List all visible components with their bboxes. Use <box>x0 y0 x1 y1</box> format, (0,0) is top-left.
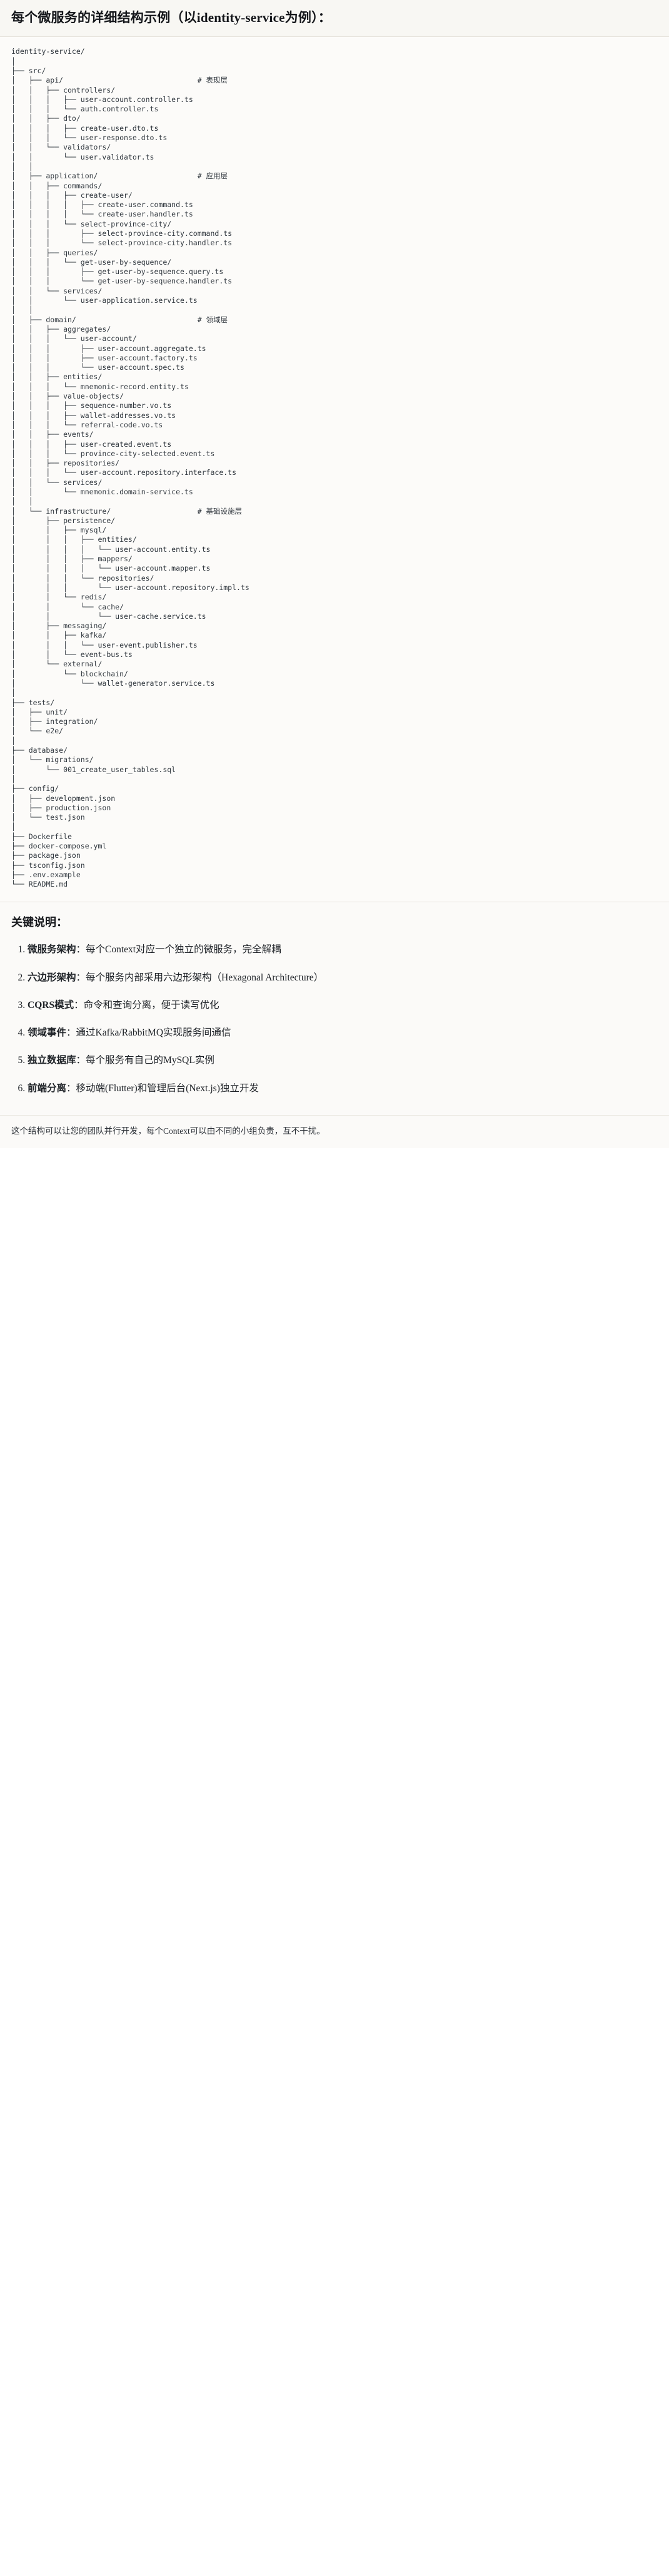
note-term: 前端分离 <box>28 1082 67 1094</box>
note-term: CQRS模式 <box>28 999 74 1011</box>
directory-tree-block: identity-service/ │ ├── src/ │ ├── api/ … <box>0 37 669 903</box>
list-item: 微服务架构：每个Context对应一个独立的微服务，完全解耦 <box>28 942 658 957</box>
note-separator: ： <box>76 944 86 955</box>
list-item: 前端分离：移动端(Flutter)和管理后台(Next.js)独立开发 <box>28 1081 658 1096</box>
note-description: 每个Context对应一个独立的微服务，完全解耦 <box>86 944 281 955</box>
key-points-section: 关键说明： 微服务架构：每个Context对应一个独立的微服务，完全解耦 六边形… <box>0 902 669 1115</box>
list-item: 六边形架构：每个服务内部采用六边形架构（Hexagonal Architectu… <box>28 970 658 985</box>
note-description: 每个服务有自己的MySQL实例 <box>86 1055 214 1066</box>
page-title: 每个微服务的详细结构示例（以identity-service为例）： <box>11 10 331 25</box>
note-term: 独立数据库 <box>28 1055 76 1066</box>
key-points-title: 关键说明： <box>11 916 68 929</box>
closing-paragraph: 这个结构可以让您的团队并行开发，每个Context可以由不同的小组负责，互不干扰… <box>11 1126 325 1136</box>
list-item: 独立数据库：每个服务有自己的MySQL实例 <box>28 1053 658 1067</box>
title-band: 每个微服务的详细结构示例（以identity-service为例）： <box>0 0 669 38</box>
note-description: 移动端(Flutter)和管理后台(Next.js)独立开发 <box>76 1082 259 1094</box>
list-item: CQRS模式：命令和查询分离，便于读写优化 <box>28 998 658 1012</box>
note-separator: ： <box>66 1027 76 1039</box>
note-term: 领域事件 <box>28 1027 67 1039</box>
note-description: 命令和查询分离，便于读写优化 <box>83 999 219 1011</box>
note-separator: ： <box>66 1082 76 1094</box>
note-description: 通过Kafka/RabbitMQ实现服务间通信 <box>76 1027 231 1039</box>
key-points-list: 微服务架构：每个Context对应一个独立的微服务，完全解耦 六边形架构：每个服… <box>11 942 658 1096</box>
note-separator: ： <box>76 972 86 983</box>
list-item: 领域事件：通过Kafka/RabbitMQ实现服务间通信 <box>28 1026 658 1040</box>
directory-tree: identity-service/ │ ├── src/ │ ├── api/ … <box>11 47 249 889</box>
note-term: 微服务架构 <box>28 944 76 955</box>
note-term: 六边形架构 <box>28 972 76 983</box>
note-description: 每个服务内部采用六边形架构（Hexagonal Architecture） <box>86 972 324 983</box>
document-page: 每个微服务的详细结构示例（以identity-service为例）： ident… <box>0 0 669 1148</box>
note-separator: ： <box>76 1055 86 1066</box>
note-separator: ： <box>74 999 84 1011</box>
closing-section: 这个结构可以让您的团队并行开发，每个Context可以由不同的小组负责，互不干扰… <box>0 1114 669 1148</box>
